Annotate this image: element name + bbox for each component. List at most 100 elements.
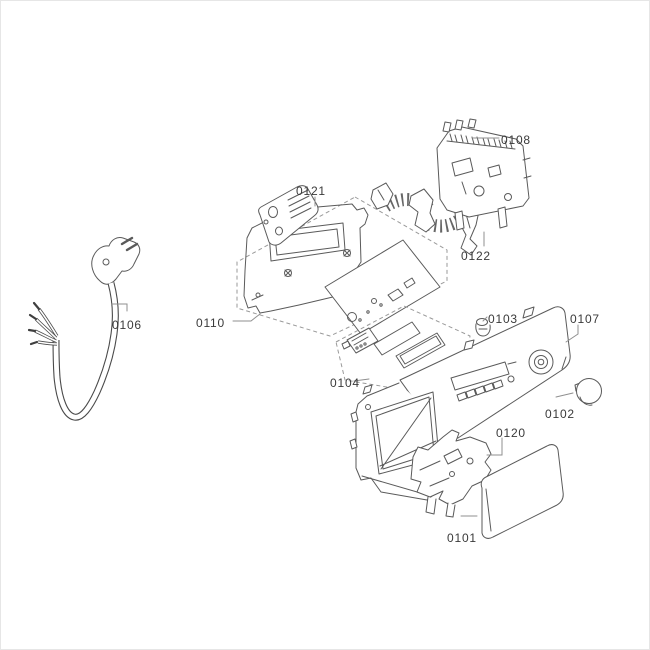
module-tooth	[468, 119, 476, 128]
clip-body	[476, 324, 490, 336]
fascia-tab	[523, 307, 534, 318]
wire-leads	[29, 303, 57, 344]
wire-tip	[31, 342, 37, 344]
pcb-outline	[325, 240, 440, 334]
fascia-edge-line	[562, 357, 566, 369]
wire-tip	[29, 330, 35, 331]
pcb-dot	[380, 304, 382, 306]
dashed-outline	[237, 197, 447, 336]
module-hole	[474, 186, 484, 196]
part-label-0110: 0110	[196, 316, 225, 330]
circuit-board	[325, 240, 440, 334]
plug	[92, 237, 140, 284]
harness-connector-line	[378, 190, 384, 200]
module-component	[452, 158, 473, 176]
harness-clamp	[409, 189, 435, 232]
cord-inner	[56, 283, 115, 417]
pcb-component	[388, 289, 403, 301]
frame-brace	[380, 398, 436, 469]
module-component	[488, 165, 501, 177]
part-label-0102: 0102	[545, 407, 575, 421]
bracket-outline	[411, 430, 491, 505]
bracket-hole	[467, 458, 473, 464]
plug-body	[92, 237, 140, 284]
leader-0103	[483, 317, 487, 321]
drawer-bracket	[411, 430, 491, 517]
plate-vents	[288, 190, 311, 218]
screw	[344, 250, 351, 257]
plate-hole	[269, 207, 278, 218]
pcb-hole	[348, 313, 357, 322]
wire-tip	[30, 315, 36, 319]
led-button	[508, 376, 514, 382]
selector-knob	[575, 379, 602, 406]
pcb-dot	[367, 311, 369, 313]
plug-prong	[127, 244, 137, 250]
control-panel-fascia	[400, 307, 570, 441]
housing-window-inner	[275, 229, 339, 255]
label-leaders	[112, 138, 578, 516]
frame-tab	[363, 385, 372, 394]
knob-body	[577, 379, 602, 404]
leader-0106	[112, 304, 127, 311]
frame-bottom-line	[362, 476, 424, 494]
knob-ring	[529, 350, 553, 374]
part-labels: 0106 0121 0110 0108 0122 0103 0107 0104 …	[112, 133, 600, 545]
display-module	[342, 328, 378, 353]
leader-0102	[556, 393, 573, 397]
pcb-hole	[372, 299, 377, 304]
drawer-front-outline	[481, 445, 563, 539]
part-label-0121: 0121	[296, 184, 326, 198]
leader-0104	[354, 379, 369, 381]
fascia-tab	[464, 340, 474, 350]
wire-tip	[34, 303, 39, 309]
connector-strip	[447, 141, 515, 149]
display-window-set	[336, 306, 470, 398]
leader-0120	[487, 438, 502, 455]
cord	[56, 283, 115, 417]
knob-skirt-line	[580, 397, 592, 405]
bracket-slot	[444, 449, 462, 464]
module-tooth	[455, 120, 463, 130]
window-lens	[374, 322, 420, 355]
housing-detail-line	[252, 295, 263, 300]
plug-face-detail	[103, 259, 109, 265]
part-label-0104: 0104	[330, 376, 360, 390]
display-window	[451, 362, 509, 390]
drawer-front	[481, 445, 563, 539]
module-tab	[455, 211, 464, 230]
module-detail-line	[462, 158, 531, 194]
part-label-0122: 0122	[461, 249, 491, 263]
pcb-dot	[359, 319, 361, 321]
drawer-front-edge-line	[486, 489, 491, 531]
screw	[285, 270, 292, 277]
part-label-0101: 0101	[447, 531, 477, 545]
part-label-0107: 0107	[570, 312, 600, 326]
housing-boss	[256, 293, 260, 297]
module-tab	[498, 207, 507, 228]
plate-hole	[276, 227, 283, 235]
panel-mark	[508, 362, 516, 364]
plate-hole	[264, 220, 268, 224]
module-hole	[505, 194, 512, 201]
display-module-nub	[342, 341, 350, 349]
part-label-0108: 0108	[501, 133, 531, 147]
bracket-hole	[450, 472, 455, 477]
power-module	[437, 119, 531, 230]
bracket-foot	[426, 497, 436, 514]
leader-0110	[233, 314, 260, 321]
dashed-outline	[336, 306, 470, 398]
clip-head	[477, 319, 488, 326]
fastening-clip	[476, 319, 490, 337]
plate-outline	[259, 186, 318, 245]
window-lens	[396, 333, 445, 368]
frame-boss	[366, 405, 371, 410]
frame-clip	[350, 439, 357, 449]
plug-prong	[122, 238, 132, 244]
power-cord	[29, 237, 140, 417]
frame-clip	[351, 412, 358, 422]
part-label-0120: 0120	[496, 426, 526, 440]
module-tooth	[443, 122, 451, 132]
